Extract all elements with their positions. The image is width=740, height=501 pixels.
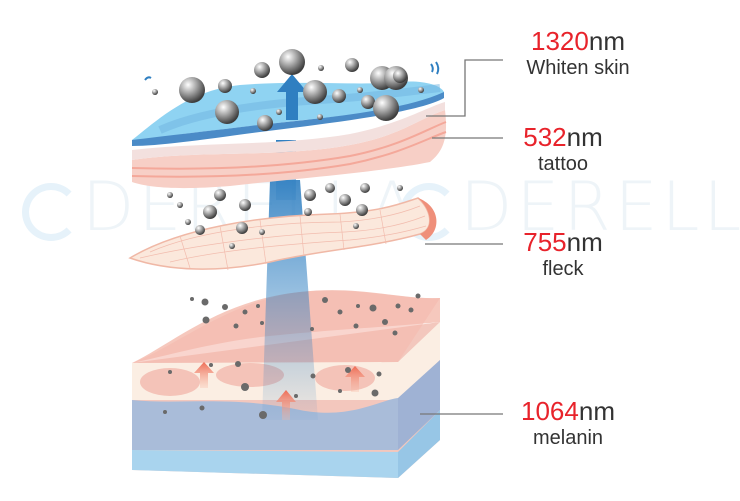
pigment-particles-top xyxy=(152,49,424,131)
epidermis-layer xyxy=(131,102,447,189)
label-1320nm: 1320nm Whiten skin xyxy=(513,26,643,80)
description-tattoo: tattoo xyxy=(537,152,589,175)
up-arrow-icon xyxy=(277,74,307,120)
wavelength-1320: 1320nm xyxy=(531,26,625,56)
pigment-particles-dermis xyxy=(163,293,421,419)
pigment-particles-middle xyxy=(167,183,403,249)
vibration-icon-right xyxy=(430,61,440,75)
watermark-logo-icon xyxy=(22,182,80,241)
label-1064nm: 1064nm melanin xyxy=(513,396,623,450)
leader-line-1320 xyxy=(426,59,503,117)
description-whiten-skin: Whiten skin xyxy=(526,56,630,79)
wavelength-1064: 1064nm xyxy=(521,396,615,426)
heat-arrows xyxy=(194,362,365,420)
label-532nm: 532nm tattoo xyxy=(513,122,613,176)
mesh-layer xyxy=(128,197,437,271)
description-fleck: fleck xyxy=(542,257,584,280)
label-755nm: 755nm fleck xyxy=(513,227,613,281)
description-melanin: melanin xyxy=(532,426,604,449)
vibration-icon-left xyxy=(144,76,152,81)
wavelength-755: 755nm xyxy=(523,227,603,257)
leader-lines xyxy=(420,59,503,415)
wavelength-532: 532nm xyxy=(523,122,603,152)
